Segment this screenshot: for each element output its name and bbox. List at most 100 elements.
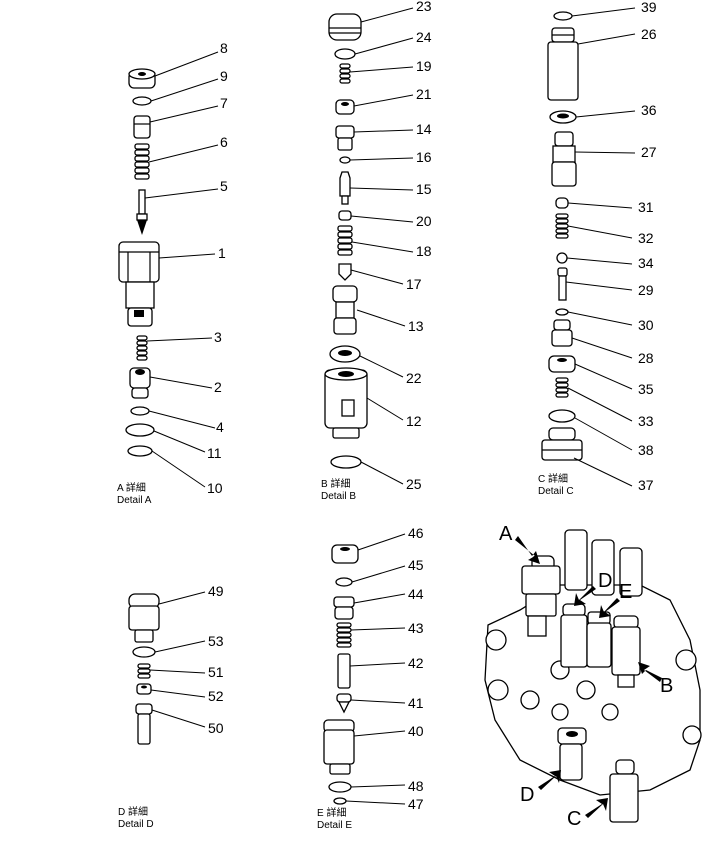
assembly-letter-a: A [499, 523, 513, 545]
label-c-27: 27 [641, 144, 657, 160]
label-b-21: 21 [416, 86, 432, 102]
part-b-24-oring [334, 48, 356, 60]
part-b-13-spool [332, 285, 358, 335]
part-c-33-spring [555, 377, 569, 398]
label-b-19: 19 [416, 58, 432, 74]
label-b-23: 23 [416, 0, 432, 14]
arrow-b-icon [638, 662, 662, 682]
label-a-11: 11 [207, 445, 222, 461]
part-b-22-ring [329, 345, 361, 363]
assembly-port-1 [485, 629, 507, 651]
part-e-45-oring [335, 577, 353, 587]
assembly-valve-b [611, 615, 641, 688]
part-c-27-spool [551, 131, 577, 187]
part-b-19-spring [339, 63, 351, 84]
arrow-e-icon [599, 598, 620, 618]
label-e-46: 46 [408, 525, 424, 541]
assembly-letter-d-bottom: D [520, 784, 534, 806]
label-b-24: 24 [416, 29, 432, 45]
part-a-9-oring [132, 96, 152, 106]
part-c-34-ball [556, 252, 568, 264]
part-a-10-ring [127, 445, 153, 457]
label-e-40: 40 [408, 723, 424, 739]
part-e-40-body [323, 719, 355, 775]
assembly-cylinder-1 [564, 529, 588, 591]
assembly-port-3 [520, 690, 540, 710]
label-c-39: 39 [641, 0, 657, 15]
label-b-14: 14 [416, 121, 432, 137]
part-b-18-spring [337, 225, 353, 256]
label-c-26: 26 [641, 26, 657, 42]
assembly-port-2 [487, 679, 509, 701]
label-e-48: 48 [408, 778, 424, 794]
assembly-letter-d-top: D [598, 570, 612, 592]
label-b-12: 12 [406, 413, 422, 429]
part-a-11-ring [125, 423, 155, 437]
part-b-12-body [324, 367, 368, 439]
assembly-valve-a [521, 555, 561, 637]
label-c-37: 37 [638, 477, 654, 493]
part-b-23-cap [328, 13, 362, 41]
part-e-44-fitting [333, 596, 355, 620]
assembly-cylinder-3 [619, 547, 643, 597]
assembly-port-9 [682, 725, 702, 745]
part-a-1-body [118, 241, 160, 327]
caption-detail-c-jp: C 詳細 [538, 472, 568, 485]
part-b-17-poppet [338, 263, 352, 281]
label-b-20: 20 [416, 213, 432, 229]
part-b-16-oring [339, 156, 351, 164]
assembly-port-7 [601, 703, 619, 721]
caption-detail-e-en: Detail E [317, 820, 352, 831]
caption-detail-a-en: Detail A [117, 495, 152, 506]
label-a-1: 1 [218, 245, 226, 261]
part-b-20-seat [338, 210, 352, 221]
label-b-16: 16 [416, 149, 432, 165]
arrow-d-bottom-icon [538, 770, 561, 790]
caption-detail-d-jp: D 詳細 [118, 805, 148, 818]
part-b-25-ring [330, 455, 362, 469]
label-e-44: 44 [408, 586, 424, 602]
label-a-6: 6 [220, 134, 228, 150]
label-c-32: 32 [638, 230, 654, 246]
caption-detail-d-en: Detail D [118, 819, 154, 830]
part-b-21-nut [335, 99, 355, 115]
label-c-31: 31 [638, 199, 654, 215]
label-a-5: 5 [220, 178, 228, 194]
arrow-d-top-icon [574, 586, 596, 606]
label-d-53: 53 [208, 633, 224, 649]
label-d-50: 50 [208, 720, 224, 736]
assembly-letter-b: B [660, 675, 673, 697]
label-c-28: 28 [638, 350, 654, 366]
label-c-30: 30 [638, 317, 654, 333]
part-c-39-oring [553, 11, 573, 21]
caption-detail-b-jp: B 詳細 [321, 477, 350, 490]
label-c-34: 34 [638, 255, 654, 271]
assembly-port-8 [675, 649, 697, 671]
label-a-7: 7 [220, 95, 228, 111]
label-c-38: 38 [638, 442, 654, 458]
part-a-2-spool [129, 367, 151, 399]
label-a-3: 3 [214, 329, 222, 345]
part-a-6-spring [134, 143, 150, 180]
part-e-42-rod [337, 653, 351, 689]
part-d-52-nut [136, 683, 152, 695]
part-c-37-plug [541, 427, 583, 461]
part-e-41-poppet [336, 693, 352, 714]
label-c-33: 33 [638, 413, 654, 429]
assembly-valve-d-top [560, 603, 588, 668]
arrow-c-icon [585, 798, 608, 818]
label-b-13: 13 [408, 318, 424, 334]
part-c-26-body [547, 27, 579, 101]
assembly-cylinder-2 [591, 539, 615, 596]
part-a-8-nut [128, 68, 156, 89]
part-c-31-seat [555, 197, 569, 209]
label-e-47: 47 [408, 796, 424, 812]
label-c-35: 35 [638, 381, 654, 397]
part-e-43-spring [336, 622, 352, 648]
detail-b-group: 23 24 19 21 14 16 15 20 18 17 13 22 12 2… [321, 0, 432, 502]
part-a-3-spring [136, 335, 148, 361]
part-a-5-needle [136, 189, 148, 235]
part-d-51-spring [137, 663, 151, 679]
part-c-35-nut [548, 355, 576, 373]
